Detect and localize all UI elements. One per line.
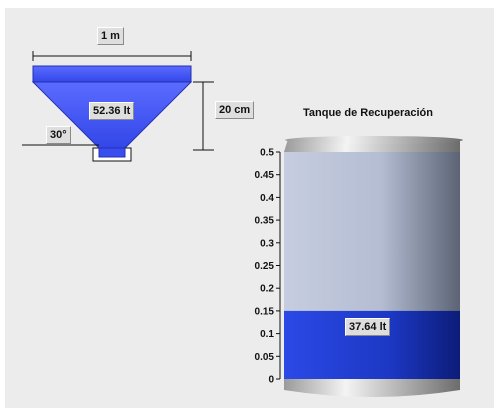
scale-tick-label: 0.35: [255, 216, 275, 227]
tank-title: Tanque de Recuperación: [303, 107, 433, 119]
scale-tick-label: 0.5: [260, 148, 274, 159]
scale-tick-label: 0.1: [260, 329, 274, 340]
height-dimension: [193, 81, 214, 151]
hopper-volume-label: 52.36 lt: [89, 102, 135, 120]
tank-volume-label: 37.64 lt: [345, 318, 391, 336]
scale-tick-label: 0.2: [260, 284, 274, 295]
tank-level-scale: 0 0.05 0.1 0.15 0.2 0.25 0.3 0.35 0.4 0.45 0.5: [255, 148, 281, 386]
scale-tick-label: 0.3: [260, 238, 274, 249]
scale-tick-label: 0.15: [255, 306, 275, 317]
scale-tick-label: 0.25: [255, 261, 275, 272]
angle-label: 30°: [46, 126, 71, 144]
scale-tick-label: 0.45: [255, 170, 275, 181]
width-dimension: [32, 51, 192, 61]
recovery-tank: [284, 136, 463, 397]
scale-tick-label: 0: [268, 375, 274, 386]
scale-tick-label: 0.4: [260, 193, 274, 204]
scale-tick-label: 0.05: [255, 352, 275, 363]
width-label: 1 m: [97, 27, 124, 45]
height-label: 20 cm: [215, 101, 255, 119]
